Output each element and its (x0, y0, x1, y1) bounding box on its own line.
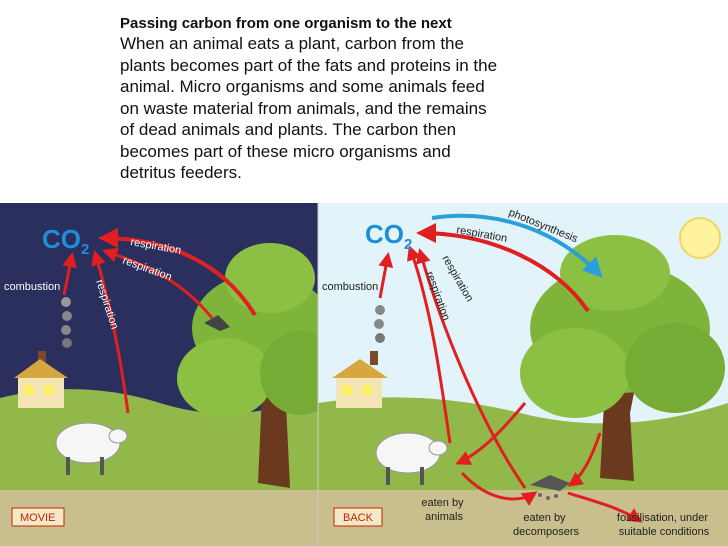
sun-icon (679, 217, 721, 259)
arrow-eaten-by-animals (455, 402, 527, 465)
arrow-tree-to-decomposers (567, 432, 602, 487)
slide-body-line: detritus feeders. (120, 163, 242, 182)
arrow-respiration-decomposers (415, 248, 527, 489)
svg-text:BACK: BACK (343, 512, 374, 524)
carbon-cycle-diagram: CO2 combustion respiration respiration r… (0, 203, 728, 546)
fossilisation-label: fossilisation, under suitable conditions (617, 512, 711, 538)
eaten-by-decomposers-label: eaten by decomposers (513, 512, 580, 538)
arrow-respiration-sheep-day (407, 245, 452, 444)
slide-body-line: When an animal eats a plant, carbon from… (120, 34, 464, 53)
co2-label-night: CO2 (42, 224, 89, 258)
slide-body-line: animal. Micro organisms and some animals… (120, 77, 485, 96)
day-panel: CO2 combustion photosynthesis respiratio… (318, 203, 728, 546)
co2-label-day: CO2 (365, 219, 412, 253)
sheep-icon (375, 432, 448, 485)
movie-button[interactable]: MOVIE (11, 507, 65, 527)
combustion-label-night: combustion (4, 281, 60, 293)
arrow-respiration-tree-top-day (416, 223, 590, 313)
arrow-respiration-tree-top (98, 228, 257, 317)
arrow-combustion (62, 252, 78, 296)
arrow-respiration-bird (102, 247, 214, 319)
combustion-label-day: combustion (322, 281, 378, 293)
slide-body-line: of dead animals and plants. The carbon t… (120, 120, 457, 139)
night-house (14, 351, 68, 408)
night-panel: CO2 combustion respiration respiration r… (0, 203, 340, 546)
bird-icon (204, 315, 230, 331)
eaten-by-animals-label: eaten by animals (421, 497, 466, 523)
slide-body-line: plants becomes part of the fats and prot… (120, 55, 498, 75)
explanation-text: Passing carbon from one organism to the … (120, 14, 590, 184)
arrow-respiration-sheep (91, 250, 130, 414)
svg-text:MOVIE: MOVIE (20, 512, 55, 524)
smoke-icon (374, 305, 385, 343)
arrow-eaten-by-decomposers (460, 471, 538, 506)
slide-body-line: becomes part of these micro organisms an… (120, 141, 451, 161)
arrow-photosynthesis (431, 213, 603, 278)
arrow-fossilisation (567, 491, 643, 523)
slide-heading: Passing carbon from one organism to the … (120, 15, 452, 32)
sheep-icon (55, 422, 128, 475)
dead-bird-icon (530, 475, 570, 500)
day-house (332, 351, 388, 408)
arrow-combustion-day (378, 252, 394, 299)
slide-body-line: on waste material from animals, and the … (120, 98, 487, 118)
smoke-icon (61, 297, 72, 348)
back-button[interactable]: BACK (333, 507, 383, 527)
